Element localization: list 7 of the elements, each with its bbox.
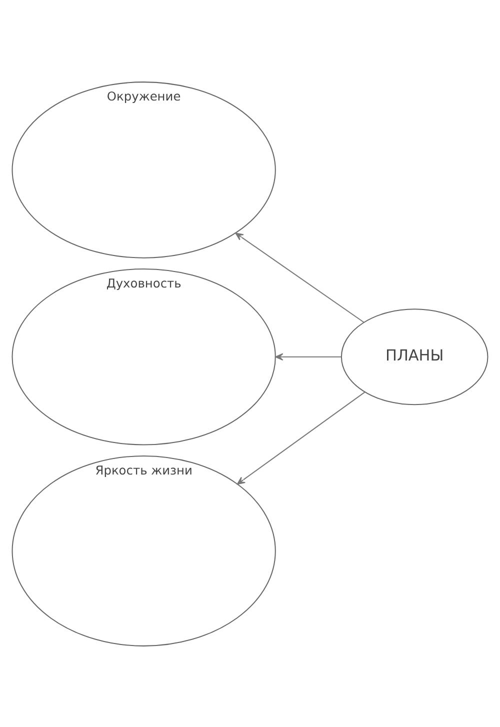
- node-ellipse: Яркость жизни: [12, 454, 276, 646]
- node-ellipse: Окружение: [12, 81, 276, 258]
- arrow: [236, 391, 366, 484]
- arrow: [235, 232, 364, 322]
- arrow: [275, 352, 342, 360]
- node-ellipse: Духовность: [12, 268, 276, 445]
- node-ellipse: ПЛАНЫ: [340, 308, 488, 405]
